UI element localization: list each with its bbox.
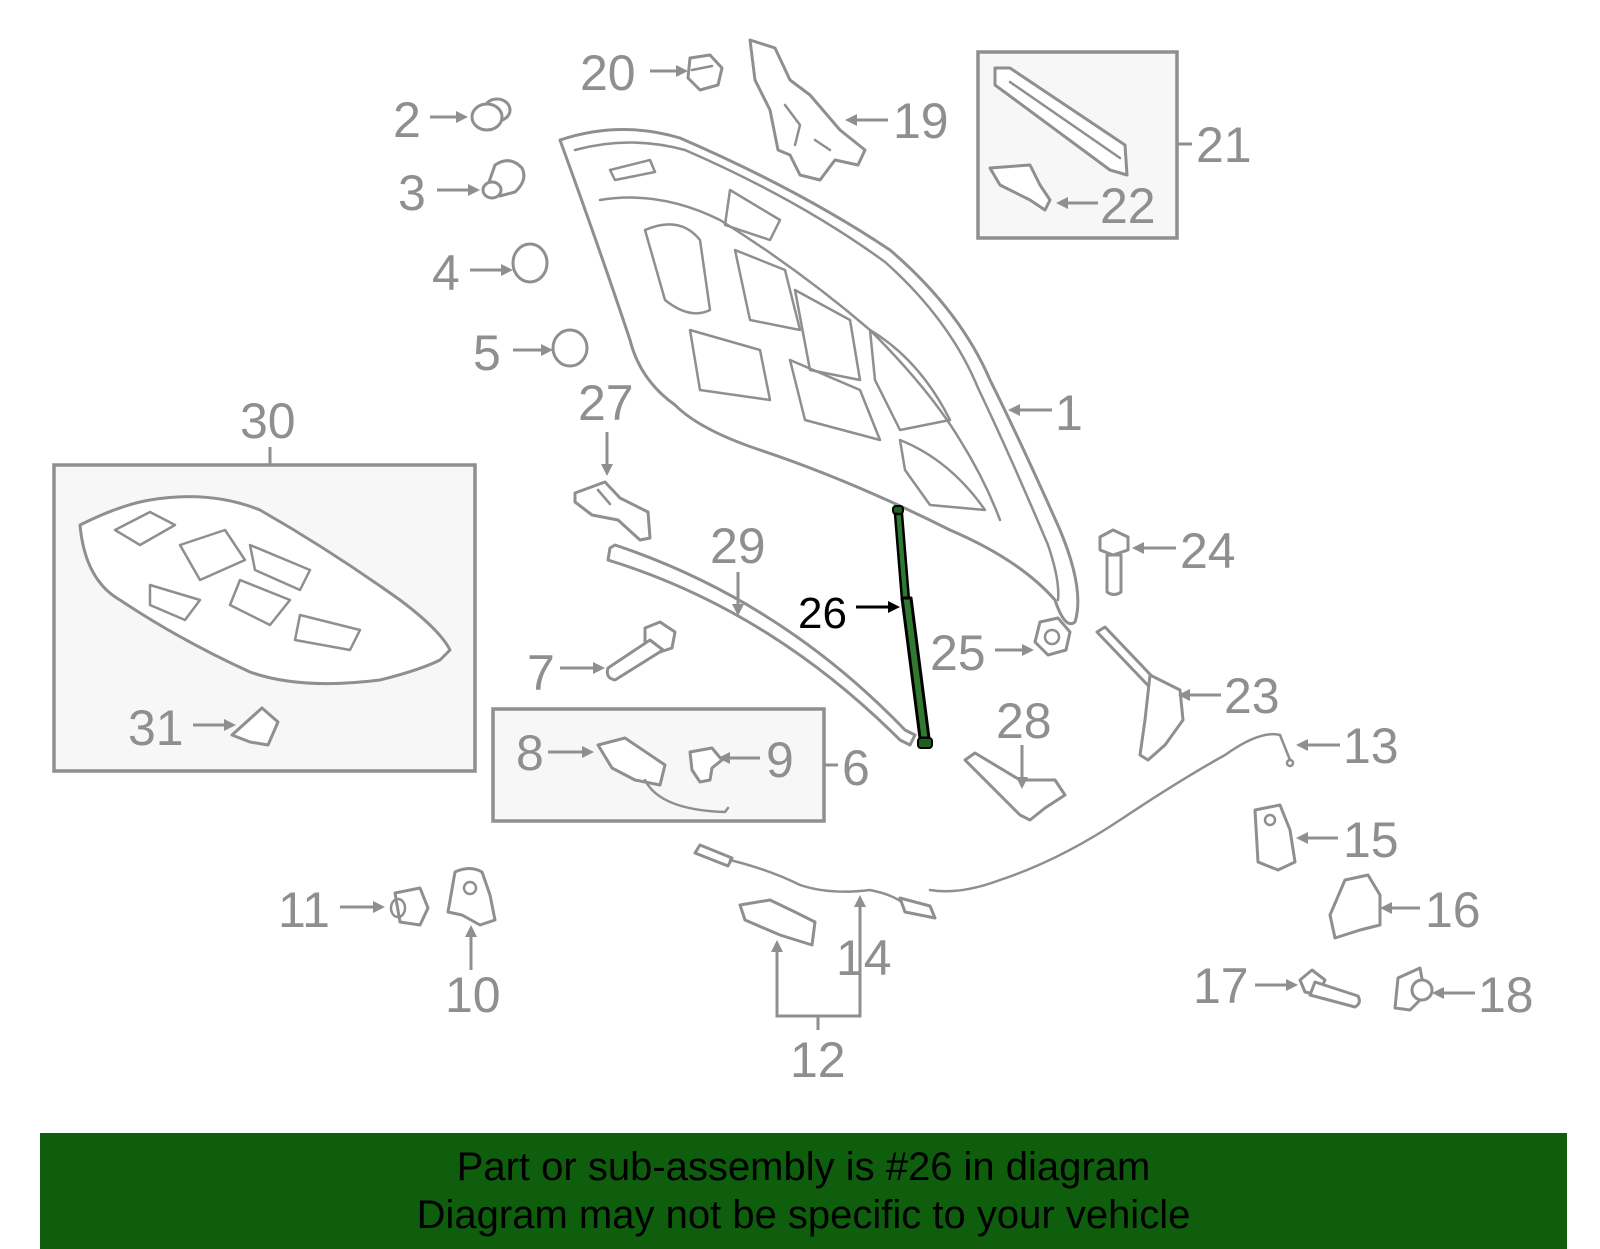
bolt-7[interactable]: [605, 620, 677, 682]
grommet-11[interactable]: [389, 886, 430, 927]
hood-bumper-2[interactable]: [470, 97, 512, 132]
adjuster-3[interactable]: [481, 159, 526, 200]
callout-15[interactable]: 15: [1343, 812, 1399, 868]
callout-8[interactable]: 8: [516, 725, 544, 781]
callout-7[interactable]: 7: [527, 645, 555, 701]
callout-28[interactable]: 28: [996, 693, 1052, 749]
latch-8[interactable]: [596, 736, 730, 814]
callout-13[interactable]: 13: [1343, 718, 1399, 774]
callout-11[interactable]: 11: [278, 882, 330, 938]
bracket-10[interactable]: [446, 867, 497, 927]
hood-hinge-19[interactable]: [748, 38, 867, 182]
bracket-27[interactable]: [573, 480, 652, 542]
callout-12[interactable]: 12: [790, 1032, 846, 1088]
callout-31[interactable]: 31: [128, 700, 184, 756]
callout-23[interactable]: 23: [1224, 668, 1280, 724]
release-cable-13[interactable]: [928, 732, 1295, 893]
banner-line-1: Part or sub-assembly is #26 in diagram: [456, 1145, 1151, 1189]
bolt-24[interactable]: [1098, 528, 1130, 596]
release-cable-14[interactable]: [693, 843, 937, 920]
plug-5[interactable]: [551, 328, 589, 368]
callout-6[interactable]: 6: [842, 740, 870, 796]
retainer-31[interactable]: [230, 706, 280, 747]
bracket-23[interactable]: [1095, 625, 1185, 762]
callout-1[interactable]: 1: [1055, 385, 1083, 441]
hood-seal-21[interactable]: [993, 66, 1129, 177]
callout-17[interactable]: 17: [1193, 958, 1249, 1014]
callout-20[interactable]: 20: [580, 45, 636, 101]
callout-30[interactable]: 30: [240, 393, 296, 449]
callout-21[interactable]: 21: [1196, 117, 1252, 173]
callout-25[interactable]: 25: [930, 625, 986, 681]
clip-9[interactable]: [688, 746, 724, 784]
callout-19[interactable]: 19: [893, 93, 949, 149]
callout-2[interactable]: 2: [393, 92, 421, 148]
bracket-15[interactable]: [1253, 803, 1297, 872]
bracket-16[interactable]: [1328, 873, 1382, 940]
callout-14[interactable]: 14: [836, 930, 892, 986]
callout-26[interactable]: 26: [798, 589, 847, 638]
nut-20[interactable]: [686, 53, 724, 92]
hood-panel[interactable]: [558, 128, 1080, 626]
info-banner: Part or sub-assembly is #26 in diagram D…: [40, 1133, 1567, 1249]
callout-18[interactable]: 18: [1478, 967, 1534, 1023]
bolt-17[interactable]: [1298, 968, 1361, 1009]
handle-12[interactable]: [738, 898, 817, 947]
nut-25[interactable]: [1033, 616, 1072, 657]
hood-lift-strut-26[interactable]: [892, 505, 933, 749]
callout-29[interactable]: 29: [710, 518, 766, 574]
callout-16[interactable]: 16: [1425, 882, 1481, 938]
bracket-28[interactable]: [963, 751, 1067, 822]
callout-3[interactable]: 3: [398, 165, 426, 221]
banner-line-2: Diagram may not be specific to your vehi…: [416, 1193, 1191, 1237]
callout-4[interactable]: 4: [432, 245, 460, 301]
leader-lines: [193, 65, 1475, 1030]
callout-27[interactable]: 27: [578, 375, 634, 431]
callout-5[interactable]: 5: [473, 325, 501, 381]
hood-insulator-30[interactable]: [78, 495, 452, 686]
callout-22[interactable]: 22: [1100, 178, 1156, 234]
plug-4[interactable]: [511, 242, 549, 284]
callout-24[interactable]: 24: [1180, 523, 1236, 579]
callout-10[interactable]: 10: [445, 967, 501, 1023]
callout-9[interactable]: 9: [766, 732, 794, 788]
seal-clip-22[interactable]: [988, 163, 1052, 212]
callout-labels: 20 2 3 4 5 19 21 22 1 27 30 29 24 26 25 …: [128, 45, 1534, 1088]
weatherstrip-29[interactable]: [606, 543, 917, 747]
clip-18[interactable]: [1393, 966, 1434, 1012]
